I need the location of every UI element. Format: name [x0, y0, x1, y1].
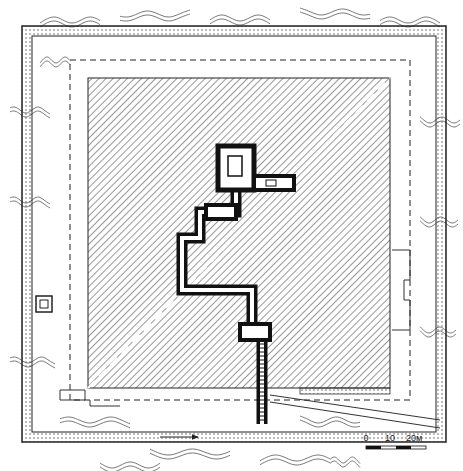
small-structure: [36, 296, 52, 312]
contour-line: [260, 459, 330, 465]
contour-line: [120, 10, 190, 17]
stair-step: [257, 380, 267, 381]
scale-label: 20м: [406, 434, 422, 443]
contour-line: [300, 8, 370, 15]
stair-step: [257, 352, 267, 353]
stair-step: [257, 388, 267, 389]
stair-step: [257, 392, 267, 393]
contour-line: [300, 12, 370, 19]
diagonal-line: [88, 78, 390, 388]
contour-line: [300, 416, 360, 423]
enclosure-inner: [32, 36, 436, 432]
contour-line: [100, 466, 160, 471]
contour-line: [150, 453, 230, 459]
contour-line: [120, 14, 190, 21]
stair-step: [257, 384, 267, 385]
stair-step: [257, 416, 267, 417]
stair-step: [257, 364, 267, 365]
contour-lines: [10, 8, 460, 471]
stair-step: [257, 348, 267, 349]
contour-line: [210, 19, 270, 25]
contour-line: [100, 462, 160, 468]
enclosure-outer: [22, 26, 446, 442]
stair-step: [257, 372, 267, 373]
direction-arrow: [160, 437, 198, 438]
stair-step: [257, 344, 267, 345]
scale-label: 10: [385, 434, 395, 443]
contour-line: [300, 420, 360, 427]
south-structure: [60, 390, 120, 406]
stair-step: [257, 404, 267, 405]
contour-line: [330, 461, 360, 468]
dashed-outline: [70, 60, 410, 400]
east-structure: [392, 250, 410, 330]
scale-bar: [366, 446, 426, 449]
contour-line: [210, 15, 270, 21]
scale-label: 0: [363, 434, 368, 443]
stair-step: [257, 408, 267, 409]
south-wall: [300, 388, 390, 394]
stair-step: [257, 368, 267, 369]
contour-line: [150, 449, 230, 455]
enclosure-wall: [22, 26, 446, 442]
stair-step: [257, 400, 267, 401]
causeway: [270, 395, 440, 428]
contour-line: [40, 61, 70, 67]
stair-step: [257, 360, 267, 361]
stair-step: [257, 376, 267, 377]
underground-chambers: [182, 146, 294, 424]
small-structure-inner: [40, 300, 48, 308]
stair-step: [257, 412, 267, 413]
stair-step: [257, 420, 267, 421]
stair-step: [257, 356, 267, 357]
stair-step: [257, 396, 267, 397]
contour-line: [60, 421, 130, 428]
pyramid-base: [88, 78, 390, 388]
